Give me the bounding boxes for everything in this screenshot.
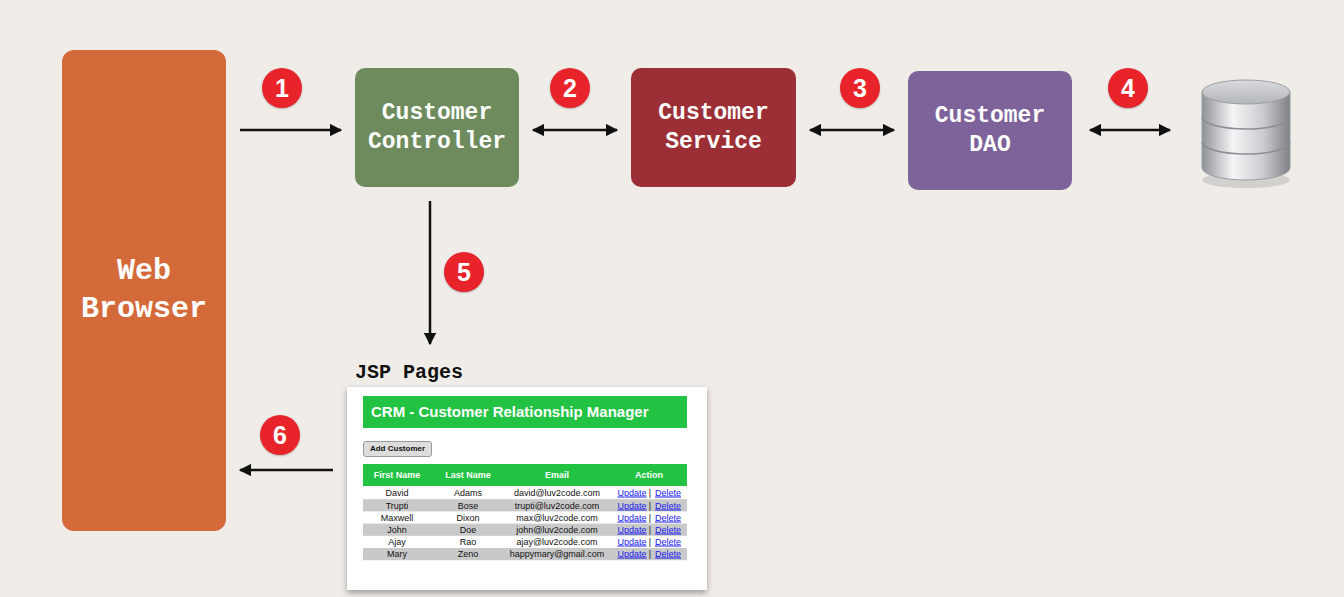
table-link: Update — [617, 489, 646, 498]
table-cell: | — [649, 513, 651, 522]
node-text: CRM - Customer Relationship Manager — [371, 403, 649, 422]
db-body — [1202, 92, 1290, 180]
table-cell: david@luv2code.com — [514, 489, 600, 498]
table-link: Delete — [655, 525, 681, 534]
page-banner: CRM - Customer Relationship Manager — [363, 396, 687, 428]
table-cell: Mary — [387, 550, 407, 559]
callout-number: 2 — [550, 68, 590, 108]
table-link: Update — [617, 550, 646, 559]
callout-number: 5 — [444, 252, 484, 292]
connector-arrow — [810, 129, 894, 132]
component-box: Customer Controller — [355, 68, 519, 187]
db-top — [1202, 80, 1290, 104]
callout-number: 6 — [260, 415, 300, 455]
table-link: Update — [617, 525, 646, 534]
table-cell: | — [649, 550, 651, 559]
table-cell: Adams — [454, 489, 482, 498]
table-cell: Ajay — [388, 538, 406, 547]
table-cell: | — [649, 489, 651, 498]
table-cell: Doe — [460, 525, 477, 534]
table-cell: Dixon — [456, 513, 479, 522]
connector-arrow — [533, 129, 617, 132]
table-cell: max@luv2code.com — [516, 513, 598, 522]
db-ring — [1202, 142, 1290, 154]
table-row-shade — [363, 548, 687, 560]
table-cell: happymary@gmail.com — [510, 550, 605, 559]
table-row-shade — [363, 524, 687, 536]
table-link: Update — [617, 538, 646, 547]
table-cell: john@luv2code.com — [516, 525, 598, 534]
connector-arrow — [240, 469, 333, 472]
table-header: Last Name — [445, 470, 491, 480]
callout-number: 3 — [840, 68, 880, 108]
table-link: Delete — [655, 489, 681, 498]
callout-number: 1 — [262, 68, 302, 108]
node-text: Customer Controller — [365, 99, 509, 157]
table-cell: John — [387, 525, 407, 534]
connector-arrow — [429, 201, 432, 344]
table-link: Update — [617, 513, 646, 522]
table-cell: Maxwell — [381, 513, 414, 522]
page-button: Add Customer — [363, 441, 432, 457]
table-row-shade — [363, 499, 687, 511]
table-cell: | — [649, 501, 651, 510]
connector-arrow — [240, 129, 341, 132]
table-cell: trupti@luv2code.com — [515, 501, 600, 510]
db-ring — [1202, 117, 1290, 129]
table-header: Action — [635, 470, 663, 480]
table-cell: | — [649, 525, 651, 534]
table-header: First Name — [374, 470, 421, 480]
callout-number: 4 — [1108, 68, 1148, 108]
client-box: Web Browser — [62, 50, 226, 531]
node-text: Customer DAO — [918, 102, 1062, 160]
database-icon — [1202, 80, 1290, 188]
page-screenshot — [347, 387, 707, 590]
table-cell: Bose — [458, 501, 479, 510]
table-link: Delete — [655, 538, 681, 547]
table-header-band — [363, 464, 687, 486]
table-cell: | — [649, 538, 651, 547]
table-link: Delete — [655, 513, 681, 522]
node-text: Web Browser — [72, 253, 216, 328]
table-cell: David — [385, 489, 408, 498]
db-arrow — [1090, 129, 1170, 132]
component-box: Customer DAO — [908, 71, 1072, 190]
table-link: Delete — [655, 501, 681, 510]
node-text: Customer Service — [641, 99, 786, 157]
table-header: Email — [545, 470, 569, 480]
table-link: Delete — [655, 550, 681, 559]
component-box: Customer Service — [631, 68, 796, 187]
table-link: Update — [617, 501, 646, 510]
node-text: Add Customer — [370, 444, 425, 454]
table-cell: Zeno — [458, 550, 479, 559]
table-cell: Trupti — [386, 501, 409, 510]
table-cell: ajay@luv2code.com — [516, 538, 597, 547]
table-cell: Rao — [460, 538, 477, 547]
node-text: JSP Pages — [355, 360, 463, 385]
